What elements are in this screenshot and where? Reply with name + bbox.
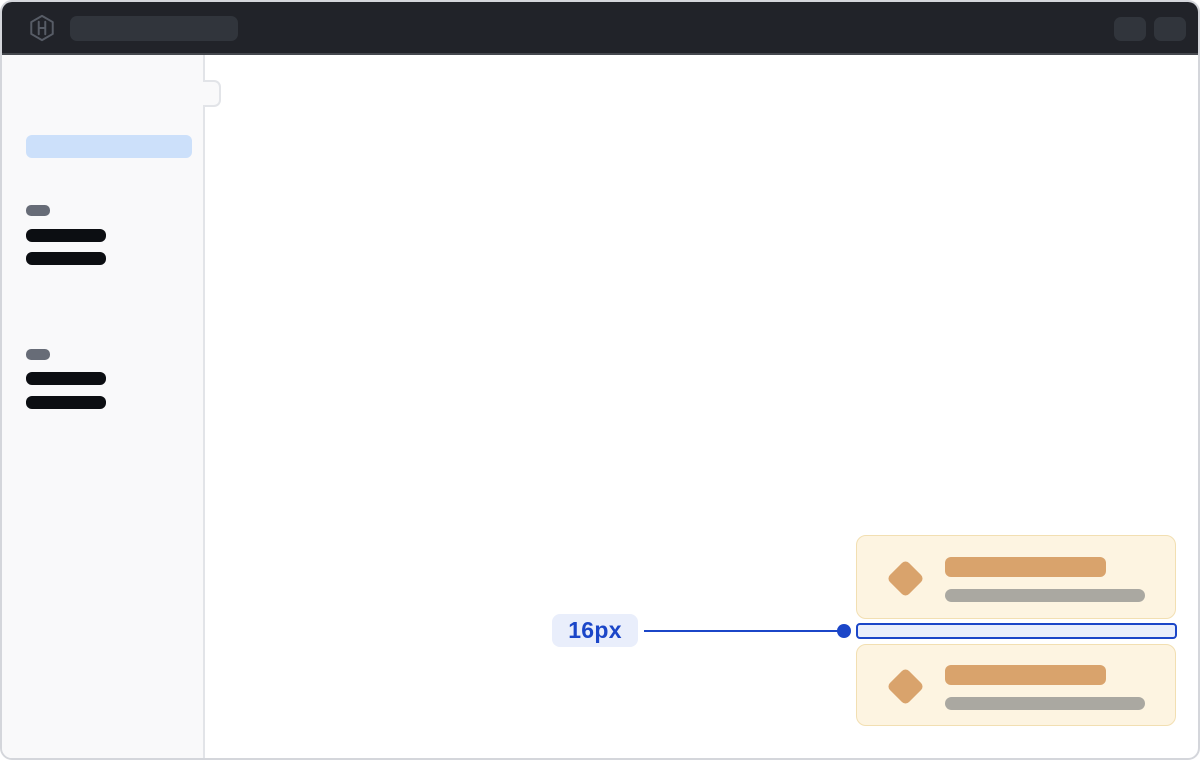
measurement-dot	[837, 624, 851, 638]
topbar-action-button-1[interactable]	[1114, 17, 1146, 41]
measurement-line	[644, 630, 844, 632]
topbar-action-button-2[interactable]	[1154, 17, 1186, 41]
sidebar-item-placeholder[interactable]	[26, 396, 106, 409]
spacing-highlight-rect	[856, 623, 1177, 639]
sidebar-item-placeholder[interactable]	[26, 372, 106, 385]
diamond-icon	[886, 667, 925, 706]
card-subtitle-placeholder	[945, 697, 1145, 710]
top-nav-bar	[2, 2, 1198, 55]
card-title-placeholder	[945, 665, 1106, 685]
sidebar	[2, 55, 205, 758]
sidebar-section-label-1	[26, 205, 50, 216]
card-title-placeholder	[945, 557, 1106, 577]
card-subtitle-placeholder	[945, 589, 1145, 602]
sidebar-item-placeholder[interactable]	[26, 252, 106, 265]
card-list-item[interactable]	[856, 535, 1176, 619]
spacing-value-label: 16px	[552, 614, 638, 647]
diamond-icon	[886, 559, 925, 598]
sidebar-item-placeholder[interactable]	[26, 229, 106, 242]
sidebar-collapse-handle[interactable]	[203, 80, 221, 107]
card-list-item[interactable]	[856, 644, 1176, 726]
sidebar-section-label-2	[26, 349, 50, 360]
topbar-search-placeholder[interactable]	[70, 16, 238, 41]
hashicorp-logo-icon[interactable]	[28, 14, 56, 42]
sidebar-active-item[interactable]	[26, 135, 192, 158]
